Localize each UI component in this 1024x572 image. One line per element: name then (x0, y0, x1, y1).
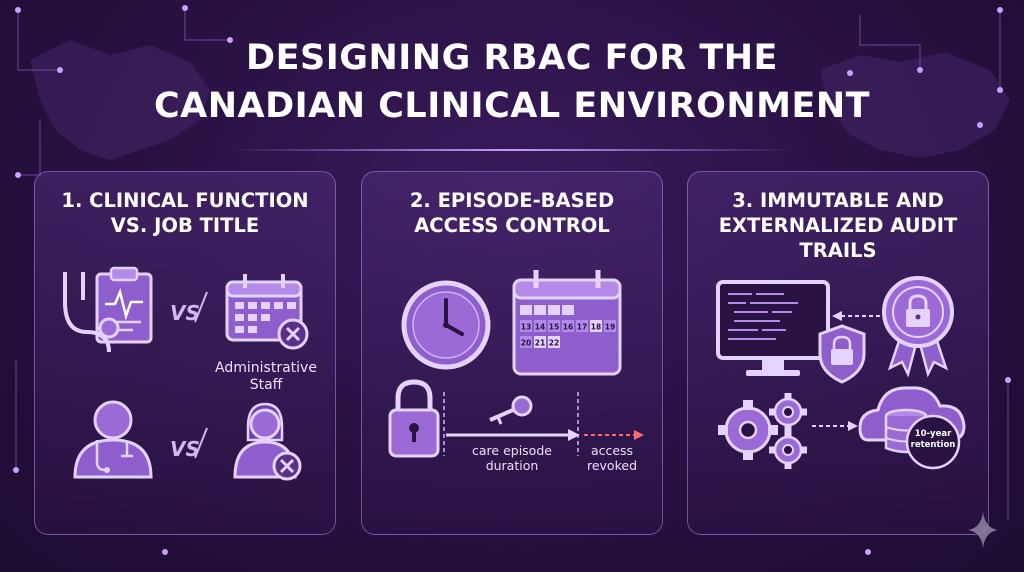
stethoscope-clipboard-icon (63, 266, 153, 353)
calendar-date-cell (520, 320, 532, 332)
episode-label-line-1: care episode (472, 443, 552, 458)
panel-3-title-line-2: EXTERNALIZED AUDIT (718, 214, 958, 237)
calendar-date-cell (604, 320, 616, 332)
page-title-line-1: DESIGNING RBAC FOR THE (246, 38, 778, 78)
doctor-icon (73, 400, 153, 479)
panel-clinical-function: 1. CLINICAL FUNCTION VS. JOB TITLE VS (34, 171, 336, 535)
calendar-date-cell (590, 320, 602, 332)
panel-3-title: 3. IMMUTABLE AND EXTERNALIZED AUDIT TRAI… (688, 188, 988, 263)
panel-2-title: 2. EPISODE-BASED ACCESS CONTROL (362, 188, 662, 238)
calendar-date-cell (548, 320, 560, 332)
panel-3-illustration (716, 276, 966, 470)
panel-1-title-line-1: 1. CLINICAL FUNCTION (61, 189, 309, 212)
lock-icon (388, 379, 440, 458)
revoked-label-line-1: access (590, 443, 634, 458)
calendar-date-label: 20 (521, 339, 531, 348)
page-title: DESIGNING RBAC FOR THE CANADIAN CLINICAL… (0, 34, 1024, 130)
panel-episode-access: 2. EPISODE-BASED ACCESS CONTROL 13 14 15 16… (361, 171, 663, 535)
calendar-dates: 13 14 15 16 17 18 19 20 21 22 (520, 320, 616, 348)
episode-label-line-2: duration (485, 458, 539, 473)
sparkle-icon (968, 512, 998, 548)
panel-3-title-line-3: TRAILS (799, 239, 877, 262)
title-divider (230, 149, 794, 151)
panel-1-title: 1. CLINICAL FUNCTION VS. JOB TITLE (35, 188, 335, 238)
key-icon (489, 395, 533, 425)
calendar-date-label: 22 (549, 339, 559, 348)
gears-icon (718, 393, 807, 469)
calendar-date-cell (534, 336, 546, 348)
calendar-date-label: 19 (605, 323, 615, 332)
retention-badge: 10-year retention (907, 429, 959, 451)
calendar-date-cell (548, 336, 560, 348)
calendar-date-label: 15 (549, 323, 559, 332)
panel-2-illustration: 13 14 15 16 17 18 19 20 21 22 (388, 270, 644, 458)
calendar-date-label: 18 (591, 323, 601, 332)
cloud-database-icon (858, 386, 966, 470)
admin-staff-label-line-2: Staff (249, 377, 283, 393)
calendar-date-cell (576, 320, 588, 332)
panel-audit-trails: 3. IMMUTABLE AND EXTERNALIZED AUDIT TRAI… (687, 171, 989, 535)
certified-badge-icon (882, 276, 954, 378)
admin-staff-icon (233, 402, 302, 481)
calendar-date-label: 14 (535, 323, 545, 332)
page-title-line-2: CANADIAN CLINICAL ENVIRONMENT (153, 86, 871, 126)
panel-3-title-line-1: 3. IMMUTABLE AND (732, 189, 944, 212)
calendar-date-label: 17 (577, 323, 587, 332)
canada-map-silhouette-right (820, 52, 1010, 158)
canada-map-silhouette-left (30, 40, 210, 160)
panel-1-illustration: VS (63, 266, 309, 481)
clock-icon (401, 280, 491, 370)
panel-2-title-line-2: ACCESS CONTROL (414, 214, 610, 237)
monitor-code-icon (716, 280, 830, 376)
revoked-label-line-2: revoked (586, 458, 638, 473)
admin-staff-label: Administrative Staff (201, 360, 331, 394)
retention-badge-line-2: retention (910, 440, 956, 450)
calendar-date-label: 13 (521, 323, 531, 332)
calendar-date-label: 16 (563, 323, 573, 332)
panel-1-title-line-2: VS. JOB TITLE (110, 214, 260, 237)
calendar-x-icon (225, 274, 309, 350)
episode-label: care episode duration (452, 443, 572, 473)
shield-lock-icon (818, 324, 866, 384)
calendar-date-cell (534, 320, 546, 332)
panel-2-title-line-1: 2. EPISODE-BASED (409, 189, 615, 212)
calendar-date-cell (562, 320, 574, 332)
revoked-label: access revoked (574, 443, 650, 473)
calendar-date-label: 21 (535, 339, 545, 348)
retention-badge-line-1: 10-year (914, 429, 952, 439)
calendar-date-cell (520, 336, 532, 348)
admin-staff-label-line-1: Administrative (215, 360, 317, 376)
